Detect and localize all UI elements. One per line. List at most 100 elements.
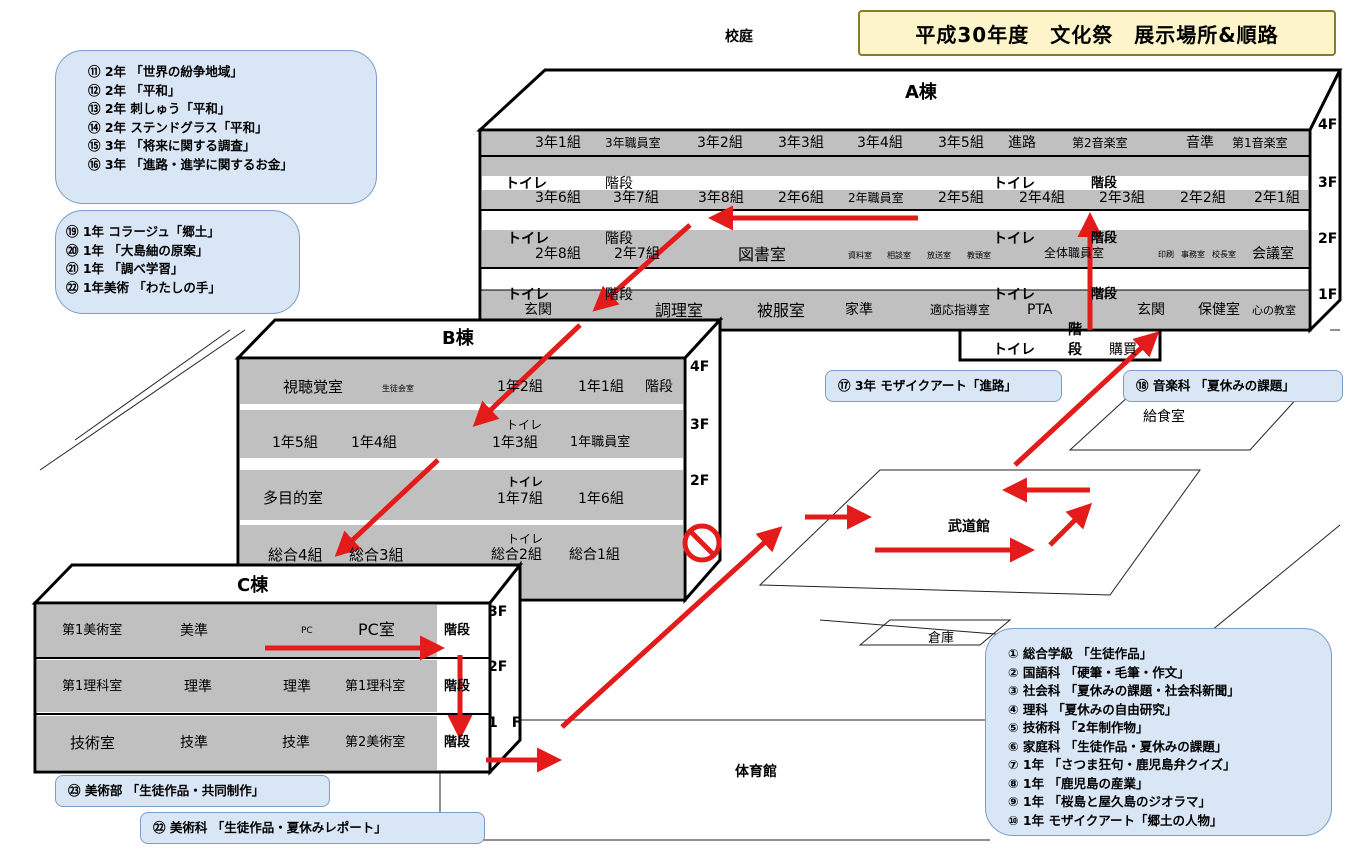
no-entry-icon bbox=[682, 523, 722, 563]
callout-line: ㉑ 1年 「調べ学習」 bbox=[66, 261, 184, 276]
map-label: トイレ bbox=[993, 287, 1035, 303]
map-label: 2F bbox=[488, 659, 508, 675]
map-label: 校庭 bbox=[725, 29, 753, 45]
callout-line: ⑯ 3年 「進路・進学に関するお金」 bbox=[88, 156, 293, 172]
map-label: 2年8組 bbox=[535, 246, 581, 262]
callout-line: ② 国語科 「硬筆・毛筆・作文」 bbox=[1008, 664, 1190, 680]
map-label: トイレ bbox=[505, 176, 547, 192]
map-label: 1F bbox=[1318, 287, 1338, 303]
callout-line: ⑤ 技術科 「2年制作物」 bbox=[1008, 720, 1149, 735]
title-banner: 平成30年度 文化祭 展示場所&順路 bbox=[858, 10, 1336, 56]
map-label: 心の教室 bbox=[1252, 304, 1296, 317]
map-label: 2年5組 bbox=[938, 190, 984, 206]
callout-line: ④ 理科 「夏休みの自由研究」 bbox=[1008, 701, 1178, 717]
map-label: 理準 bbox=[184, 679, 212, 695]
map-label: 相談室 bbox=[887, 251, 911, 260]
map-label: PC室 bbox=[358, 620, 395, 639]
map-label: 段 bbox=[1068, 342, 1082, 358]
map-label: 3F bbox=[488, 604, 508, 620]
callout-line: ⑩ 1年 モザイクアート「郷土の人物」 bbox=[1008, 812, 1223, 828]
map-label: トイレ bbox=[507, 475, 544, 489]
callout-line: ⑥ 家庭科 「生徒作品・夏休みの課題」 bbox=[1008, 738, 1228, 754]
map-label: 視聴覚室 bbox=[283, 378, 344, 396]
map-label: 第1理科室 bbox=[345, 679, 406, 694]
map-label: 2F bbox=[690, 473, 710, 489]
callout-line: ③ 社会科 「夏休みの課題・社会科新聞」 bbox=[1008, 683, 1240, 698]
map-label: 2年6組 bbox=[778, 190, 824, 206]
callout-line: ⑮ 3年 「将来に関する調査」 bbox=[88, 138, 256, 153]
map-label: 技準 bbox=[180, 735, 208, 751]
map-label: 玄関 bbox=[524, 302, 552, 318]
map-label: 調理室 bbox=[655, 301, 704, 320]
callout-17: ⑰ 3年 モザイクアート「進路」 bbox=[825, 370, 1062, 402]
map-label: 1年5組 bbox=[272, 435, 318, 451]
map-label: トイレ bbox=[993, 231, 1035, 247]
map-label: 3F bbox=[1318, 175, 1338, 191]
map-label: 階段 bbox=[605, 231, 633, 247]
map-label: 被服室 bbox=[757, 301, 806, 320]
map-label: 2F bbox=[1318, 231, 1338, 247]
map-label: 3年職員室 bbox=[605, 136, 661, 150]
map-label: 階段 bbox=[1091, 176, 1118, 191]
map-label: 4F bbox=[1318, 117, 1338, 133]
map-label: 1年7組 bbox=[497, 491, 543, 507]
map-label: 階段 bbox=[1091, 231, 1118, 246]
map-label: 理準 bbox=[283, 679, 311, 695]
map-label: 購買 bbox=[1109, 342, 1137, 358]
map-label: 2年4組 bbox=[1019, 190, 1065, 206]
map-label: 3年3組 bbox=[778, 135, 824, 151]
map-label: 多目的室 bbox=[263, 489, 324, 507]
map-label: 音準 bbox=[1186, 135, 1214, 151]
route-arrow bbox=[1048, 502, 1093, 547]
map-label: 給食室 bbox=[1143, 409, 1185, 425]
map-label: 総合1組 bbox=[569, 547, 620, 563]
callout-23: ㉓ 美術部 「生徒作品・共同制作」 bbox=[55, 775, 330, 807]
route-arrow bbox=[334, 458, 440, 557]
map-label: 1年3組 bbox=[492, 435, 538, 451]
map-label: 全体職員室 bbox=[1044, 246, 1105, 260]
map-label: 階段 bbox=[605, 176, 633, 192]
map-label: トイレ bbox=[506, 418, 543, 432]
callout-line: ⑫ 2年 「平和」 bbox=[88, 82, 181, 98]
map-label: 3年2組 bbox=[697, 135, 743, 151]
map-label: 図書室 bbox=[738, 245, 787, 264]
callout-line: ⑬ 2年 刺しゅう「平和」 bbox=[88, 101, 231, 116]
callout-line: ⑧ 1年 「鹿児島の産業」 bbox=[1008, 775, 1149, 791]
map-label: 階 bbox=[1068, 322, 1082, 338]
map-label: 武道館 bbox=[948, 519, 990, 535]
map-label: 総合3組 bbox=[349, 546, 404, 564]
map-label: 階段 bbox=[444, 623, 471, 638]
callout-line: ㉒ 1年美術 「わたしの手」 bbox=[66, 279, 221, 295]
map-label: 進路 bbox=[1008, 135, 1036, 151]
map-label: トイレ bbox=[993, 342, 1035, 358]
map-label: 3年4組 bbox=[857, 135, 903, 151]
map-label: 技準 bbox=[282, 735, 310, 751]
callout-18: ⑱ 音楽科 「夏休みの課題」 bbox=[1123, 370, 1343, 402]
map-label: PTA bbox=[1027, 302, 1053, 318]
map-label: 階段 bbox=[605, 287, 633, 303]
map-label: 第1美術室 bbox=[62, 623, 123, 638]
map-label: 3年7組 bbox=[613, 190, 659, 206]
map-label: 1年4組 bbox=[351, 435, 397, 451]
map-label: 生徒会室 bbox=[382, 384, 414, 393]
map-label: 適応指導室 bbox=[930, 303, 991, 317]
map-label: 1年2組 bbox=[497, 379, 543, 395]
map-label: 1 F bbox=[488, 715, 522, 731]
map-label: 第1理科室 bbox=[62, 679, 123, 694]
map-label: 階段 bbox=[645, 379, 673, 395]
map-label: トイレ bbox=[507, 231, 549, 247]
map-label: トイレ bbox=[507, 287, 549, 303]
map-label: 3年5組 bbox=[938, 135, 984, 151]
callout-b-left: ⑲ 1年 コラージュ「郷土」⑳ 1年 「大島紬の原案」㉑ 1年 「調べ学習」㉒ … bbox=[55, 210, 300, 314]
map-label: 階段 bbox=[1091, 287, 1118, 302]
callout-line: ⑨ 1年 「桜島と屋久島のジオラマ」 bbox=[1008, 794, 1211, 809]
map-label: 総合4組 bbox=[268, 546, 323, 564]
map-label: 3年8組 bbox=[698, 190, 744, 206]
map-label: 第1音楽室 bbox=[1232, 136, 1288, 150]
map-label: 2年2組 bbox=[1180, 190, 1226, 206]
map-label: 放送室 bbox=[927, 251, 951, 260]
callout-line: ⑭ 2年 ステンドグラス「平和」 bbox=[88, 119, 268, 135]
map-label: 保健室 bbox=[1198, 302, 1240, 318]
map-label: 2年3組 bbox=[1099, 190, 1145, 206]
page-title: 平成30年度 文化祭 展示場所&順路 bbox=[915, 22, 1279, 47]
